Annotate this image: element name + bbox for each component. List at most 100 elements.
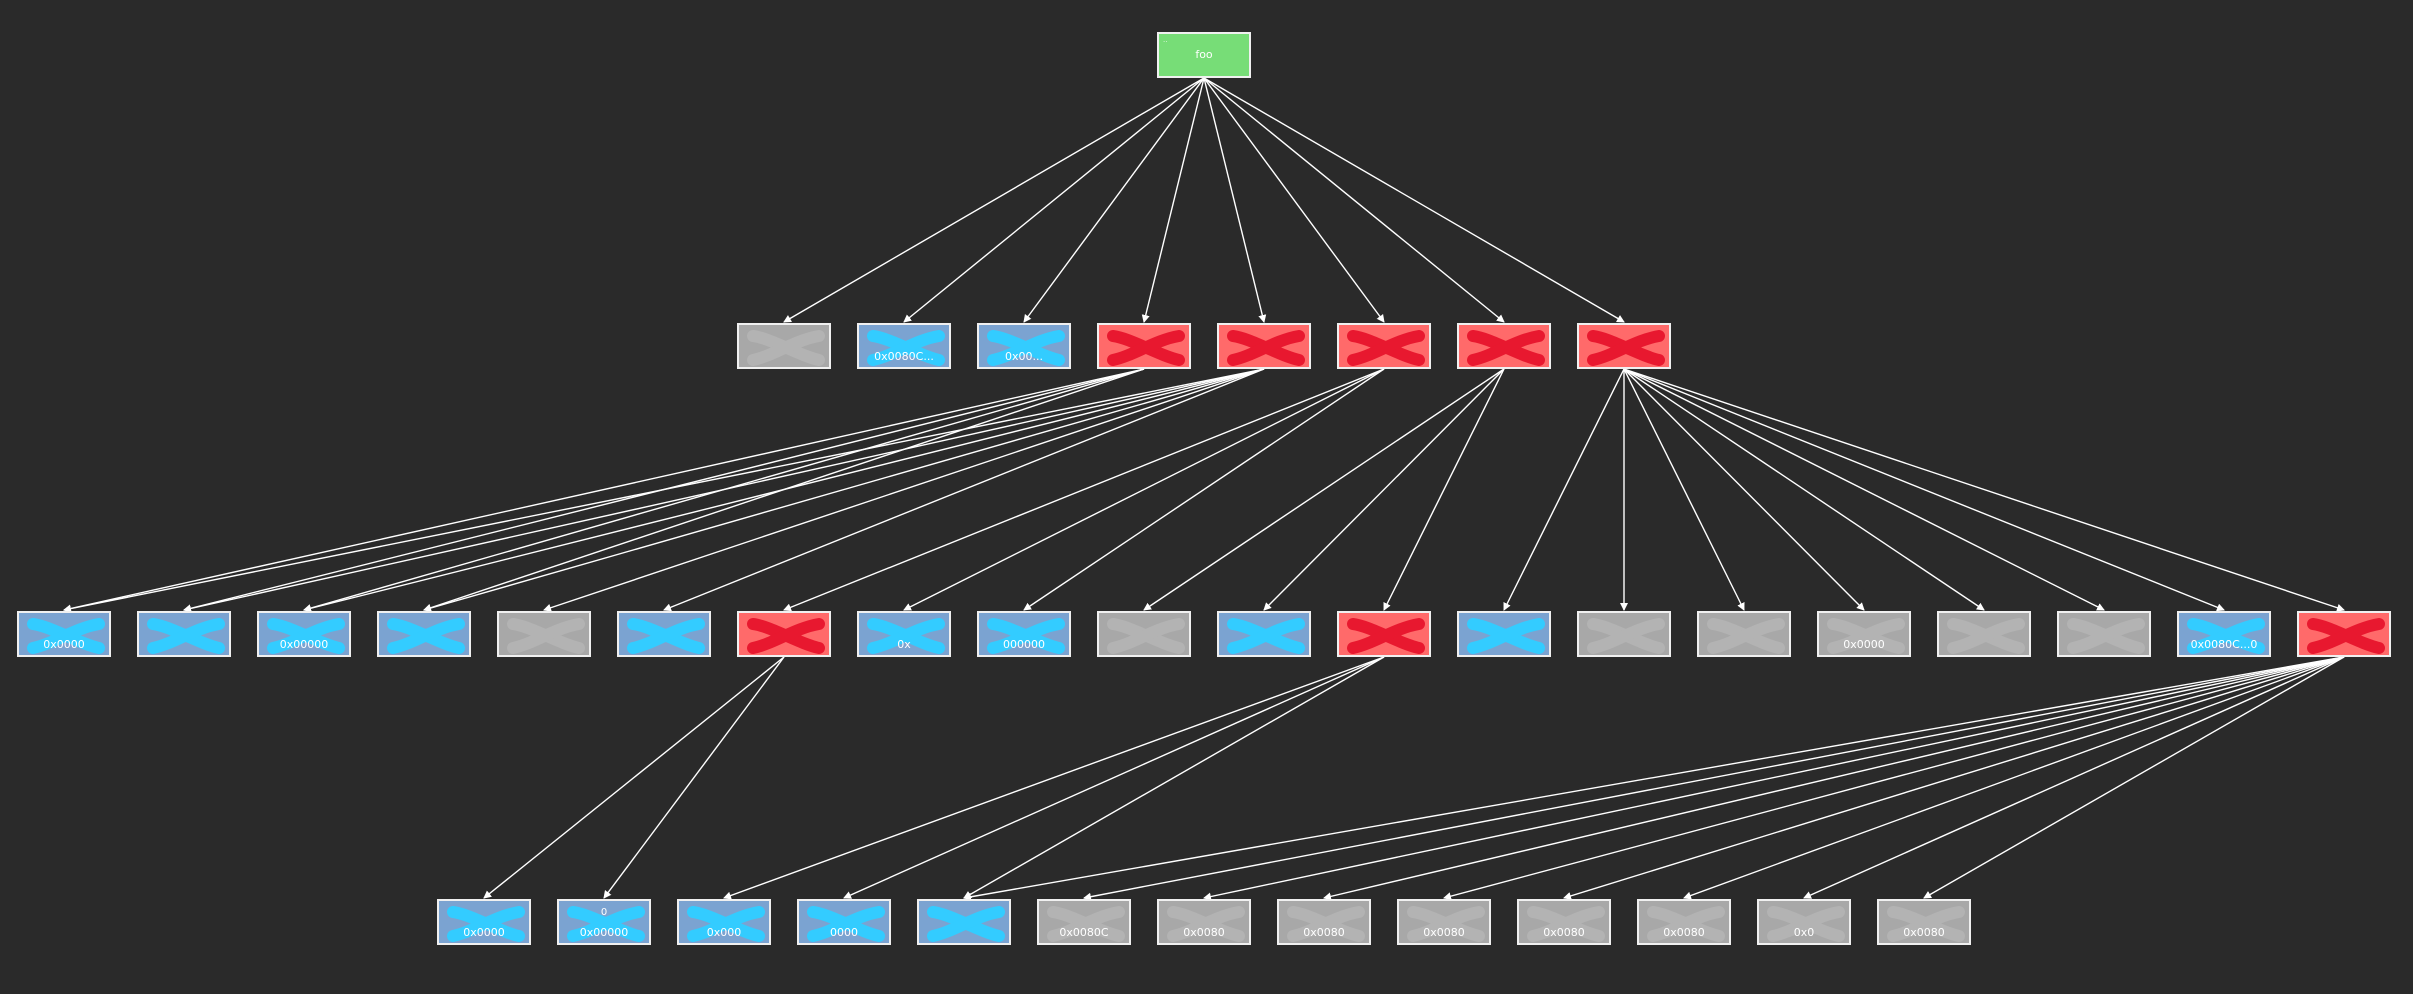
node-title: 0: [600, 907, 608, 918]
graph-node[interactable]: [497, 611, 591, 657]
redaction-mark: [1047, 906, 1125, 942]
redaction-mark: [1887, 906, 1965, 942]
redaction-mark: [1647, 906, 1725, 942]
graph-node[interactable]: [1337, 323, 1431, 369]
graph-node[interactable]: 0x00...: [977, 323, 1071, 369]
graph-node[interactable]: [1097, 323, 1191, 369]
graph-node[interactable]: [2057, 611, 2151, 657]
edge-arrow: [1803, 656, 2345, 899]
node-address: 0x0000: [1843, 638, 1885, 651]
graph-node[interactable]: 0x0080: [1637, 899, 1731, 945]
edge-arrow: [723, 656, 1385, 900]
redaction-mark: [447, 906, 525, 942]
node-address: 0x0: [1793, 926, 1815, 939]
redaction-mark: [1347, 330, 1425, 366]
graph-node[interactable]: [1217, 611, 1311, 657]
graph-node[interactable]: 000000: [977, 611, 1071, 657]
graph-node[interactable]: 0x0080: [1397, 899, 1491, 945]
redaction-mark: [1827, 618, 1905, 654]
edge-arrow: [1623, 368, 2345, 612]
redaction-mark: [267, 618, 345, 654]
graph-node[interactable]: 0x0080: [1157, 899, 1251, 945]
graph-node[interactable]: 0x0000: [17, 611, 111, 657]
graph-node[interactable]: [1937, 611, 2031, 657]
redaction-mark: [807, 906, 885, 942]
redaction-mark: [1467, 330, 1545, 366]
node-address: 0x00...: [1005, 350, 1043, 363]
graph-node[interactable]: 0x0080C: [1037, 899, 1131, 945]
graph-node[interactable]: [917, 899, 1011, 945]
edge-arrow: [63, 368, 1265, 613]
redaction-mark: [627, 618, 705, 654]
graph-node[interactable]: [377, 611, 471, 657]
edge-arrow: [183, 368, 1265, 613]
graph-node[interactable]: [737, 323, 831, 369]
node-address: 0x0080: [1183, 926, 1225, 939]
redaction-mark: [1767, 906, 1845, 942]
edge-arrow: [63, 368, 1145, 613]
redaction-mark: [747, 618, 825, 654]
node-address: 0x0000: [463, 926, 505, 939]
edge-arrow: [903, 77, 1205, 323]
graph-node[interactable]: 0x0000: [1817, 611, 1911, 657]
node-address: 0x0080C...0: [2190, 638, 2258, 651]
graph-node[interactable]: 0x0080: [1277, 899, 1371, 945]
graph-node[interactable]: 0x: [857, 611, 951, 657]
graph-node[interactable]: [1697, 611, 1791, 657]
redaction-mark: [387, 618, 465, 654]
node-address: 0x0080: [1543, 926, 1585, 939]
edge-arrow: [1203, 77, 1625, 323]
redaction-mark: [507, 618, 585, 654]
graph-node[interactable]: 0x0080: [1877, 899, 1971, 945]
graph-node[interactable]: [737, 611, 831, 657]
graph-node[interactable]: [1577, 611, 1671, 657]
graph-node[interactable]: 0x0080C...: [857, 323, 951, 369]
graph-node[interactable]: 0x0000: [437, 899, 531, 945]
graph-node[interactable]: [1337, 611, 1431, 657]
node-address: 0x000: [706, 926, 742, 939]
edge-arrow: [543, 368, 1265, 612]
edge-arrow: [423, 368, 1265, 612]
redaction-mark: [1347, 618, 1425, 654]
edge-arrow: [1623, 368, 1865, 611]
graph-node[interactable]: 0x0080C...0: [2177, 611, 2271, 657]
graph-node[interactable]: 0x00000: [257, 611, 351, 657]
edge-arrow: [903, 368, 1385, 611]
redaction-mark: [1947, 618, 2025, 654]
edge-arrow: [663, 368, 1265, 612]
redaction-mark: [27, 618, 105, 654]
graph-node[interactable]: [1457, 323, 1551, 369]
redaction-mark: [927, 906, 1005, 942]
edge-arrow: [1923, 656, 2345, 899]
graph-node[interactable]: [2297, 611, 2391, 657]
redaction-mark: [867, 330, 945, 366]
redaction-mark: [1587, 330, 1665, 366]
graph-node[interactable]: [617, 611, 711, 657]
node-address: 0x0080: [1663, 926, 1705, 939]
node-address: 0x00000: [579, 926, 629, 939]
graph-node[interactable]: 0x000: [677, 899, 771, 945]
graph-node[interactable]: 0000: [797, 899, 891, 945]
redaction-mark: [1467, 618, 1545, 654]
redaction-mark: [687, 906, 765, 942]
node-address: 0000: [830, 926, 858, 939]
graph-node[interactable]: [1097, 611, 1191, 657]
root-node[interactable]: ..foo: [1157, 32, 1251, 78]
edge-arrow: [1623, 368, 2105, 611]
node-title: foo: [1195, 48, 1213, 61]
redaction-mark: [1407, 906, 1485, 942]
graph-node[interactable]: [1577, 323, 1671, 369]
graph-node[interactable]: [1457, 611, 1551, 657]
redaction-mark: [1227, 618, 1305, 654]
edge-arrow: [1323, 656, 2345, 901]
graph-node[interactable]: [1217, 323, 1311, 369]
graph-node[interactable]: 0 0x00000: [557, 899, 651, 945]
graph-node[interactable]: 0x0: [1757, 899, 1851, 945]
edge-arrow: [963, 656, 2345, 901]
graph-node[interactable]: [137, 611, 231, 657]
graph-node[interactable]: 0x0080: [1517, 899, 1611, 945]
redaction-mark: [987, 330, 1065, 366]
edge-arrow: [1023, 368, 1385, 611]
redaction-mark: [747, 330, 825, 366]
